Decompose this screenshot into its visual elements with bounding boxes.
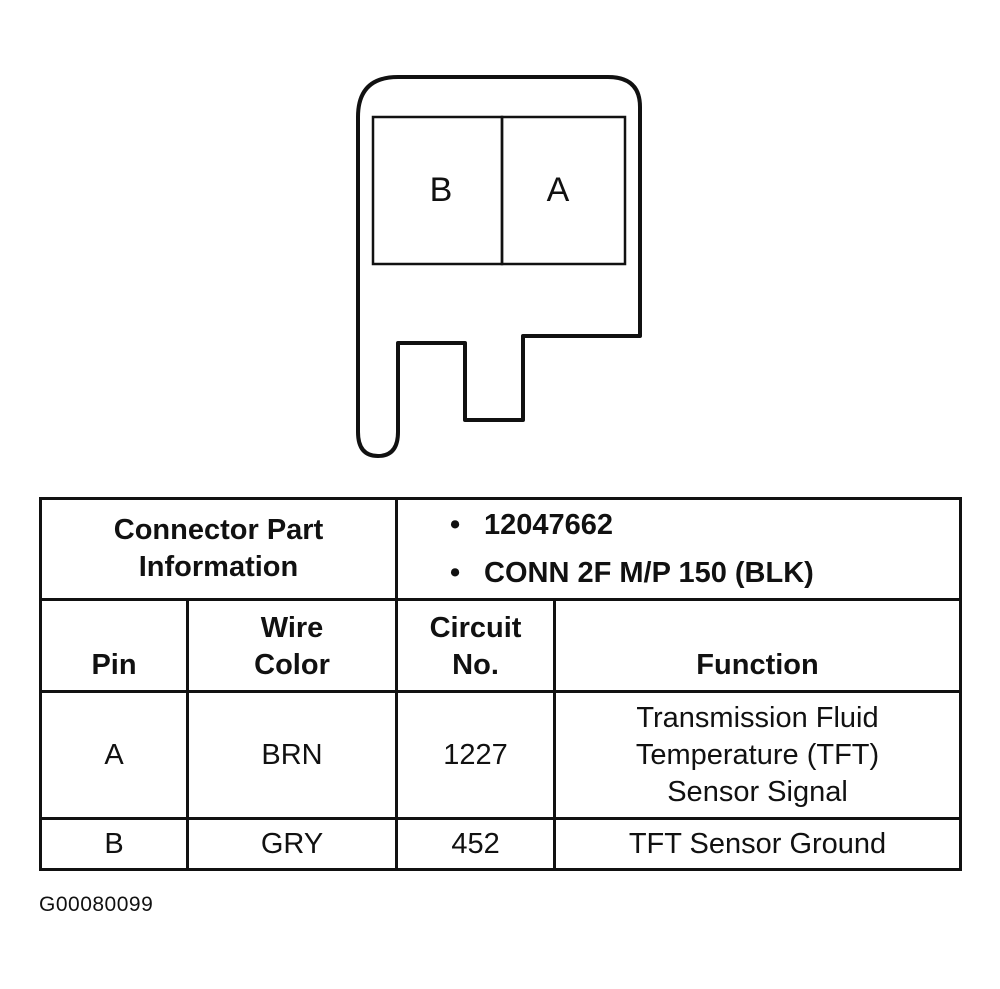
cell-function: Transmission Fluid Temperature (TFT) Sen… — [553, 690, 962, 820]
part-info-label: Connector Part Information — [113, 514, 324, 583]
part-info-row: Connector Part Information 12047662 CONN… — [38, 497, 962, 601]
pin-label-b: B — [430, 171, 453, 209]
pin-label-a: A — [547, 171, 570, 209]
connector-pinout-table: Connector Part Information 12047662 CONN… — [38, 497, 962, 871]
part-number: 12047662 — [450, 501, 959, 549]
connector-housing-outline — [356, 75, 642, 458]
function-text: TFT Sensor Ground — [628, 827, 887, 860]
part-info-label-cell: Connector Part Information — [38, 497, 399, 601]
header-pin-label: Pin — [91, 649, 137, 681]
header-circuit-no: Circuit No. — [395, 598, 557, 693]
part-info-values-cell: 12047662 CONN 2F M/P 150 (BLK) — [395, 497, 962, 601]
cell-wire-color: BRN — [185, 690, 399, 820]
connector-face-diagram: B A — [356, 75, 642, 458]
header-wire-color-label: Wire Color — [254, 612, 330, 681]
table-row: B GRY 452 TFT Sensor Ground — [39, 817, 962, 871]
cell-wire-color: GRY — [185, 817, 399, 871]
pin-cavity-a — [500, 115, 627, 266]
header-wire-color: Wire Color — [185, 598, 399, 693]
header-pin: Pin — [39, 598, 189, 693]
header-function: Function — [553, 598, 962, 693]
header-function-label: Function — [696, 649, 819, 681]
connector-description: CONN 2F M/P 150 (BLK) — [450, 549, 959, 597]
table-row: A BRN 1227 Transmission Fluid Temperatur… — [39, 690, 962, 820]
cell-circuit-no: 1227 — [395, 690, 557, 820]
cell-pin: B — [39, 817, 189, 871]
part-info-list: 12047662 CONN 2F M/P 150 (BLK) — [398, 501, 959, 597]
cell-circuit-no: 452 — [395, 817, 557, 871]
column-header-row: Pin Wire Color Circuit No. Function — [39, 598, 962, 693]
function-text: Transmission Fluid Temperature (TFT) Sen… — [635, 701, 880, 808]
header-circuit-no-label: Circuit No. — [429, 612, 522, 681]
cell-pin: A — [39, 690, 189, 820]
figure-id: G00080099 — [39, 893, 154, 916]
cell-function: TFT Sensor Ground — [553, 817, 962, 871]
